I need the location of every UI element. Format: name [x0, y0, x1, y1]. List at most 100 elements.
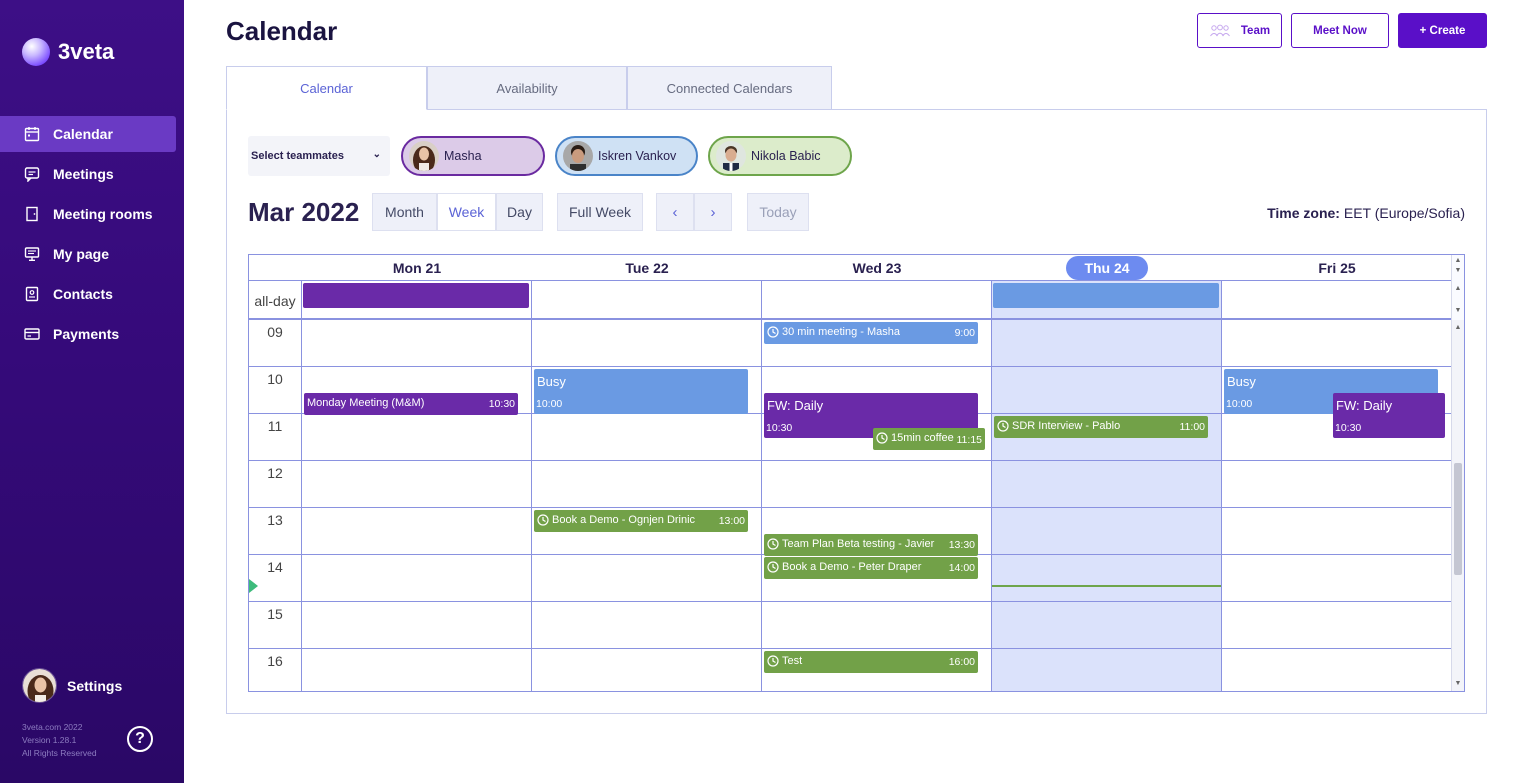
door-icon — [24, 206, 40, 222]
calendar-event[interactable]: SDR Interview - Pablo 11:00 — [994, 416, 1208, 438]
sidebar-item-label: Meeting rooms — [53, 206, 153, 222]
hour-label: 09 — [267, 324, 283, 340]
scrollbar-thumb[interactable] — [1454, 463, 1462, 575]
monitor-icon — [24, 246, 40, 262]
tab-availability[interactable]: Availability — [427, 66, 627, 110]
teammate-chip-nikola-babic[interactable]: Nikola Babic — [708, 136, 852, 176]
allday-row: all-day — [249, 281, 1452, 320]
sidebar-item-contacts[interactable]: Contacts — [0, 276, 176, 312]
hour-label: 11 — [267, 418, 283, 434]
day-header-tue[interactable]: Tue 22 — [625, 260, 669, 276]
scroll-down-arrow-icon[interactable]: ▼ — [1454, 307, 1462, 314]
footer-version: Version 1.28.1 — [22, 735, 77, 745]
event-time: 14:00 — [948, 562, 975, 574]
allday-event[interactable] — [993, 283, 1219, 308]
hour-label: 12 — [267, 465, 283, 481]
day-header-fri[interactable]: Fri 25 — [1318, 260, 1356, 276]
hour-row[interactable]: 14 — [249, 555, 1452, 602]
sidebar: 3veta Calendar Meetings Meeting rooms My… — [0, 0, 184, 783]
clock-icon — [767, 537, 779, 550]
sidebar-item-meetings[interactable]: Meetings — [0, 156, 176, 192]
hour-row[interactable]: 12 — [249, 461, 1452, 508]
sidebar-item-my-page[interactable]: My page — [0, 236, 176, 272]
sidebar-item-label: My page — [53, 246, 110, 262]
view-switcher: Month Week Day — [372, 193, 543, 231]
calendar-event[interactable]: Book a Demo - Peter Draper 14:00 — [764, 557, 978, 579]
full-week-button[interactable]: Full Week — [557, 193, 643, 231]
teammate-chip-masha[interactable]: Masha — [401, 136, 545, 176]
today-button[interactable]: Today — [747, 193, 809, 231]
event-time: 10:30 — [766, 421, 793, 434]
hour-row[interactable]: 15 — [249, 602, 1452, 649]
event-title: Monday Meeting (M&M) — [307, 396, 425, 409]
meet-now-button[interactable]: Meet Now — [1291, 13, 1389, 48]
page-title: Calendar — [226, 16, 338, 46]
day-header-thu-today[interactable]: Thu 24 — [992, 255, 1222, 281]
sidebar-item-label: Calendar — [53, 126, 113, 142]
calendar-icon — [24, 126, 40, 142]
tab-connected-calendars[interactable]: Connected Calendars — [627, 66, 832, 110]
chat-icon — [24, 166, 40, 182]
event-title: Book a Demo - Peter Draper — [782, 561, 922, 573]
scroll-down-arrow-icon[interactable]: ▼ — [1454, 680, 1462, 687]
teammate-name: Nikola Babic — [751, 149, 821, 163]
sidebar-item-label: Meetings — [53, 166, 114, 182]
calendar-event[interactable]: Monday Meeting (M&M)10:30 — [304, 392, 518, 415]
tab-bar: Calendar Availability Connected Calendar… — [226, 66, 832, 110]
event-time: 11:00 — [1179, 421, 1206, 433]
footer-copyright: 3veta.com 2022 — [22, 722, 83, 732]
view-month-button[interactable]: Month — [372, 193, 437, 231]
hour-label: 14 — [267, 559, 283, 575]
clock-icon — [876, 432, 888, 444]
allday-scrollbar[interactable]: ▲ ▼ ▲ ▼ — [1451, 255, 1464, 320]
event-time: 10:30 — [1335, 421, 1362, 434]
event-title: FW: Daily — [767, 397, 824, 413]
time-grid-scrollbar[interactable]: ▲ ▼ — [1451, 320, 1464, 691]
select-teammates-dropdown[interactable]: Select teammates ⌄ — [248, 136, 390, 176]
allday-event[interactable] — [303, 283, 529, 308]
event-title: Busy — [1227, 374, 1256, 389]
teammate-name: Masha — [444, 149, 482, 163]
prev-week-button[interactable]: ‹ — [656, 193, 694, 231]
hour-row[interactable]: 11 — [249, 414, 1452, 461]
current-period: Mar 2022 — [248, 197, 360, 227]
next-week-button[interactable]: › — [694, 193, 732, 231]
day-header-wed[interactable]: Wed 23 — [852, 260, 902, 276]
timezone-value: EET (Europe/Sofia) — [1343, 205, 1465, 221]
sidebar-item-meeting-rooms[interactable]: Meeting rooms — [0, 196, 176, 232]
view-week-button[interactable]: Week — [437, 193, 496, 231]
sidebar-item-payments[interactable]: Payments — [0, 316, 176, 352]
current-time-marker-icon — [249, 579, 258, 594]
team-button[interactable]: Team — [1197, 13, 1282, 48]
week-calendar: Mon 21 Tue 22 Wed 23 Thu 24 Fri 25 all-d… — [248, 254, 1465, 692]
create-button[interactable]: + Create — [1398, 13, 1487, 48]
scroll-down-arrow-icon[interactable]: ▼ — [1454, 267, 1462, 274]
settings-link[interactable]: Settings — [22, 668, 122, 703]
scroll-up-arrow-icon[interactable]: ▲ — [1454, 257, 1462, 264]
help-icon[interactable]: ? — [127, 726, 153, 752]
event-title: SDR Interview - Pablo — [1012, 420, 1121, 432]
app-logo[interactable]: 3veta — [22, 38, 114, 66]
hour-row[interactable]: 16 — [249, 649, 1452, 691]
scroll-up-arrow-icon[interactable]: ▲ — [1454, 285, 1462, 292]
footer-rights: All Rights Reserved — [22, 748, 97, 758]
hour-label: 10 — [267, 371, 283, 387]
day-header-mon[interactable]: Mon 21 — [392, 260, 442, 276]
scroll-up-arrow-icon[interactable]: ▲ — [1454, 324, 1462, 331]
select-teammates-label: Select teammates — [251, 150, 344, 162]
view-day-button[interactable]: Day — [496, 193, 543, 231]
event-time: 13:30 — [948, 538, 975, 551]
team-button-label: Team — [1240, 24, 1271, 37]
teammate-chip-iskren-vankov[interactable]: Iskren Vankov — [555, 136, 698, 176]
hour-row[interactable]: 09 — [249, 320, 1452, 367]
tab-calendar[interactable]: Calendar — [226, 66, 427, 110]
event-time: 16:00 — [948, 656, 975, 668]
sidebar-item-calendar[interactable]: Calendar — [0, 116, 176, 152]
